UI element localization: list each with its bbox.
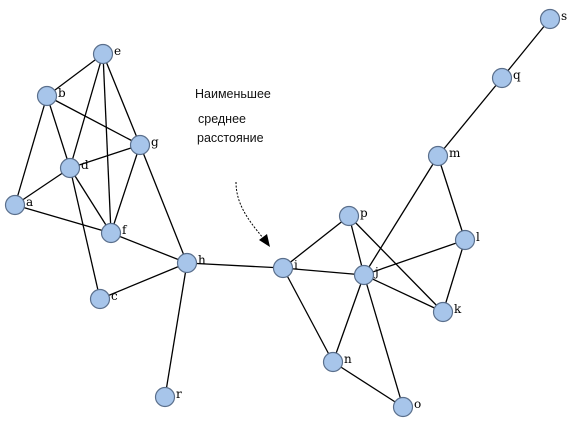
edge-a-f [14,204,112,234]
node-m [427,145,449,167]
edge-b-a [14,95,48,206]
node-label-h: h [198,253,206,267]
node-c [89,288,111,310]
node-label-e: e [114,44,121,58]
edge-e-g [102,53,141,146]
edge-m-q [437,77,503,157]
node-label-i: i [294,258,298,272]
edge-i-n [282,267,334,363]
node-i [272,257,294,279]
edge-q-s [501,18,551,79]
edge-d-g [69,144,141,169]
edge-b-d [46,95,71,169]
node-label-l: l [476,230,480,244]
node-label-a: a [26,195,33,209]
node-label-o: o [414,397,421,411]
edge-f-h [110,232,188,264]
node-label-p: p [360,206,368,220]
node-label-m: m [449,146,461,160]
edge-p-j [348,215,365,276]
edge-j-o [363,274,404,408]
node-label-q: q [513,68,521,82]
edge-b-g [46,95,141,146]
node-r [154,386,176,408]
edge-j-m [363,155,439,276]
edge-m-l [437,155,466,241]
annotation-arrowhead [259,234,270,247]
edge-b-e [46,53,104,97]
edge-g-h [139,144,188,264]
edge-j-l [363,239,466,276]
annotation-arrow [235,181,265,240]
edges-layer [14,18,551,408]
node-l [454,229,476,251]
edge-n-o [332,361,404,408]
node-label-g: g [151,135,159,149]
node-label-k: k [454,302,462,316]
node-f [100,222,122,244]
node-label-r: r [176,387,182,401]
node-q [491,67,513,89]
edge-e-d [69,53,104,169]
annotation-line-3: расстояние [197,131,264,145]
node-label-j: j [373,265,379,279]
edge-l-k [442,239,466,313]
node-h [176,252,198,274]
edge-j-n [332,274,365,363]
node-j [353,264,375,286]
edge-h-r [164,262,188,398]
edge-i-j [282,267,365,276]
node-a [4,194,26,216]
edge-g-f [110,144,141,234]
edge-e-f [102,53,112,234]
node-o [392,396,414,418]
node-label-b: b [58,86,66,100]
edge-d-c [69,167,101,300]
nodes-layer: a b c d e f g h i j k l m n o p q r s [4,8,567,418]
node-label-n: n [344,352,352,366]
edge-h-i [186,262,284,269]
edge-h-c [99,262,188,300]
node-label-c: c [111,289,118,303]
node-e [92,43,114,65]
edge-d-f [69,167,112,234]
node-label-f: f [122,223,128,237]
node-g [129,134,151,156]
node-label-s: s [561,9,567,23]
edge-a-d [14,167,71,206]
annotation-line-1: Наименьшее [195,87,271,101]
annotation-line-2: среднее [198,112,246,126]
node-k [432,301,454,323]
node-n [322,351,344,373]
node-p [338,205,360,227]
node-s [539,8,561,30]
node-d [59,157,81,179]
edge-j-k [363,274,444,313]
edge-i-p [282,215,350,269]
node-b [36,85,58,107]
node-label-d: d [81,158,89,172]
